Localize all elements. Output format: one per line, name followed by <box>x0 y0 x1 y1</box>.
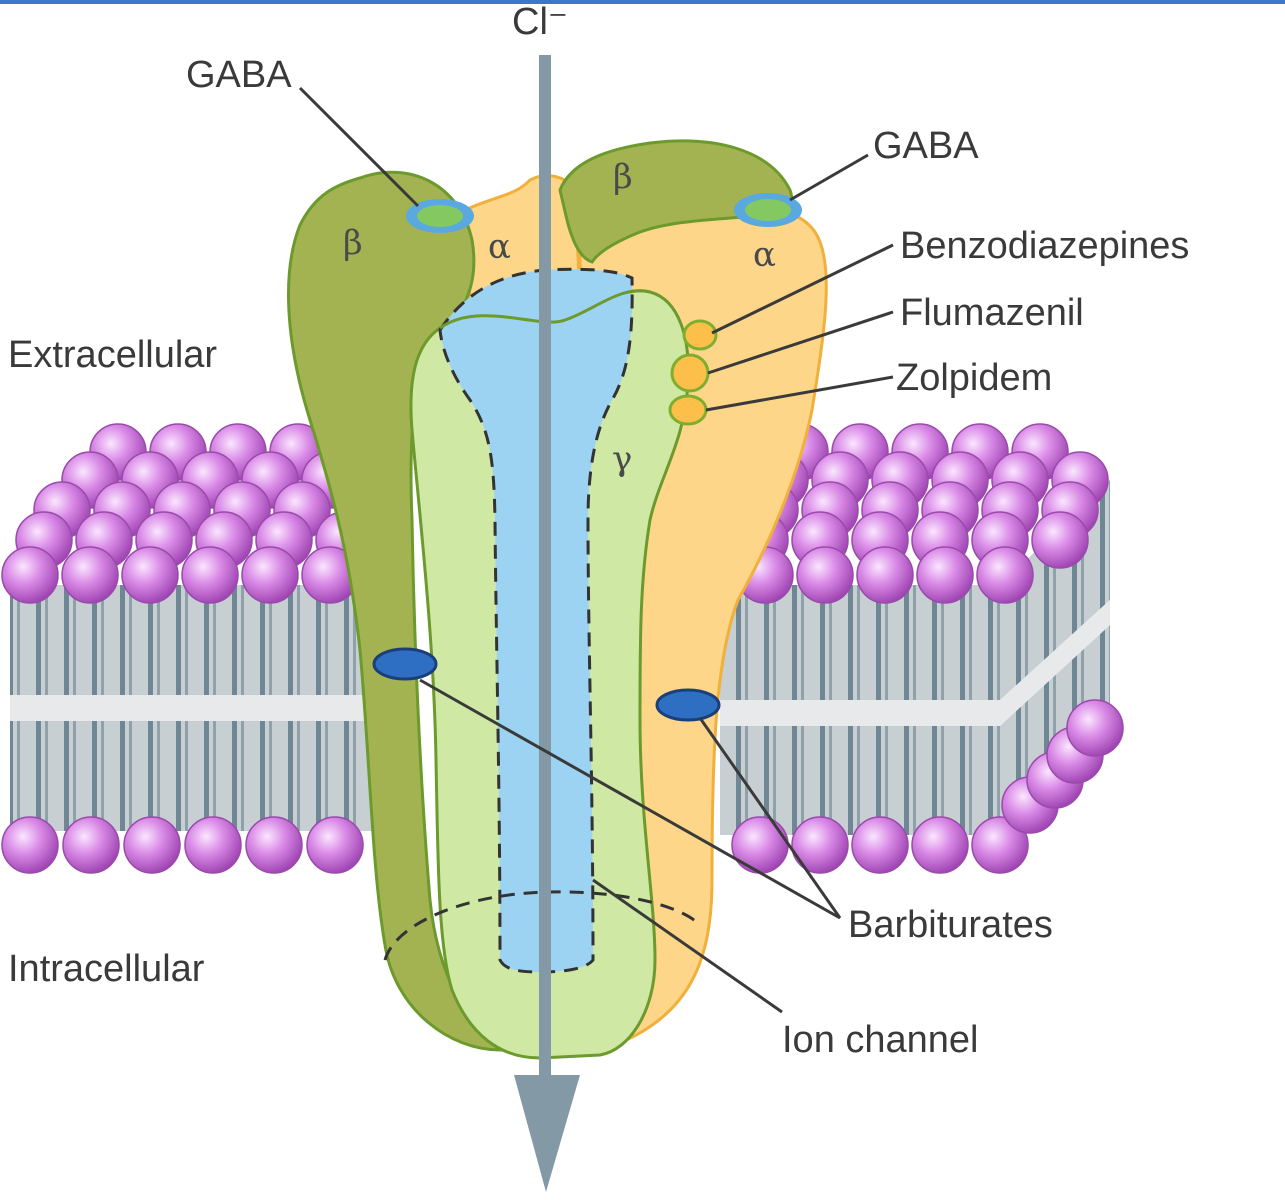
lipid-head <box>976 546 1034 604</box>
lipid-head <box>916 546 974 604</box>
lipid-head <box>61 546 119 604</box>
benzodiazepine-site <box>682 319 718 351</box>
lipid-head <box>731 816 789 874</box>
membrane-left-tails-lower <box>10 721 380 831</box>
leader-lines <box>298 86 894 1014</box>
benzodiazepines-label: Benzodiazepines <box>900 225 1189 267</box>
gaba-site-left <box>406 199 474 233</box>
membrane-right-tails-upper <box>720 480 1110 700</box>
zolpidem-site <box>668 394 708 426</box>
membrane-right-lower-heads <box>731 699 1124 874</box>
lipid-head <box>306 816 364 874</box>
lipid-head <box>791 816 849 874</box>
flumazenil-label: Flumazenil <box>900 292 1084 334</box>
top-border <box>0 0 1285 4</box>
lipid-head <box>1066 699 1124 757</box>
lipid-head <box>856 546 914 604</box>
flumazenil-site <box>670 353 710 393</box>
subunit-alpha-left: α <box>488 227 511 267</box>
membrane-right-gap <box>720 600 1110 726</box>
subunit-beta-right: β <box>613 157 633 197</box>
barbiturates-label: Barbiturates <box>848 904 1053 946</box>
subunit-beta-left: β <box>343 223 363 263</box>
gaba-label-left: GABA <box>186 54 292 96</box>
lipid-head <box>245 816 303 874</box>
chloride-arrow-head <box>514 1075 580 1192</box>
lipid-head <box>121 546 179 604</box>
ion-channel-label: Ion channel <box>782 1019 979 1061</box>
zolpidem-label: Zolpidem <box>896 357 1052 399</box>
gaba-site-right <box>734 193 802 227</box>
barbiturate-site-right <box>655 688 721 722</box>
lipid-head <box>851 816 909 874</box>
lipid-head <box>971 816 1029 874</box>
lipid-head <box>62 816 120 874</box>
lipid-head <box>796 546 854 604</box>
lipid-head <box>1 546 59 604</box>
subunit-alpha-right: α <box>753 235 776 275</box>
lipid-head <box>911 816 969 874</box>
lipid-head <box>1031 511 1089 569</box>
chloride-arrow-shaft <box>539 55 551 1085</box>
gamma-top-edge <box>439 289 651 330</box>
membrane-left-upper-heads <box>1 423 373 604</box>
channel-pore <box>438 267 634 974</box>
membrane-left-tails-upper <box>10 585 380 695</box>
membrane-left <box>1 423 380 874</box>
lipid-head <box>181 546 239 604</box>
extracellular-label: Extracellular <box>8 334 217 376</box>
lipid-head <box>241 546 299 604</box>
subunit-gamma: γ <box>612 439 632 479</box>
lipid-head <box>1 816 59 874</box>
ion-channel-rim <box>383 890 702 961</box>
intracellular-label: Intracellular <box>8 948 205 990</box>
lipid-head <box>123 816 181 874</box>
lipid-head <box>184 816 242 874</box>
benzodiazepine-sites <box>668 319 718 426</box>
barbiturate-site-left <box>372 647 438 681</box>
membrane-left-gap <box>10 695 380 721</box>
membrane-left-lower-heads <box>1 816 364 874</box>
gaba-label-right: GABA <box>873 125 979 167</box>
ion-label: Cl⁻ <box>512 1 568 43</box>
